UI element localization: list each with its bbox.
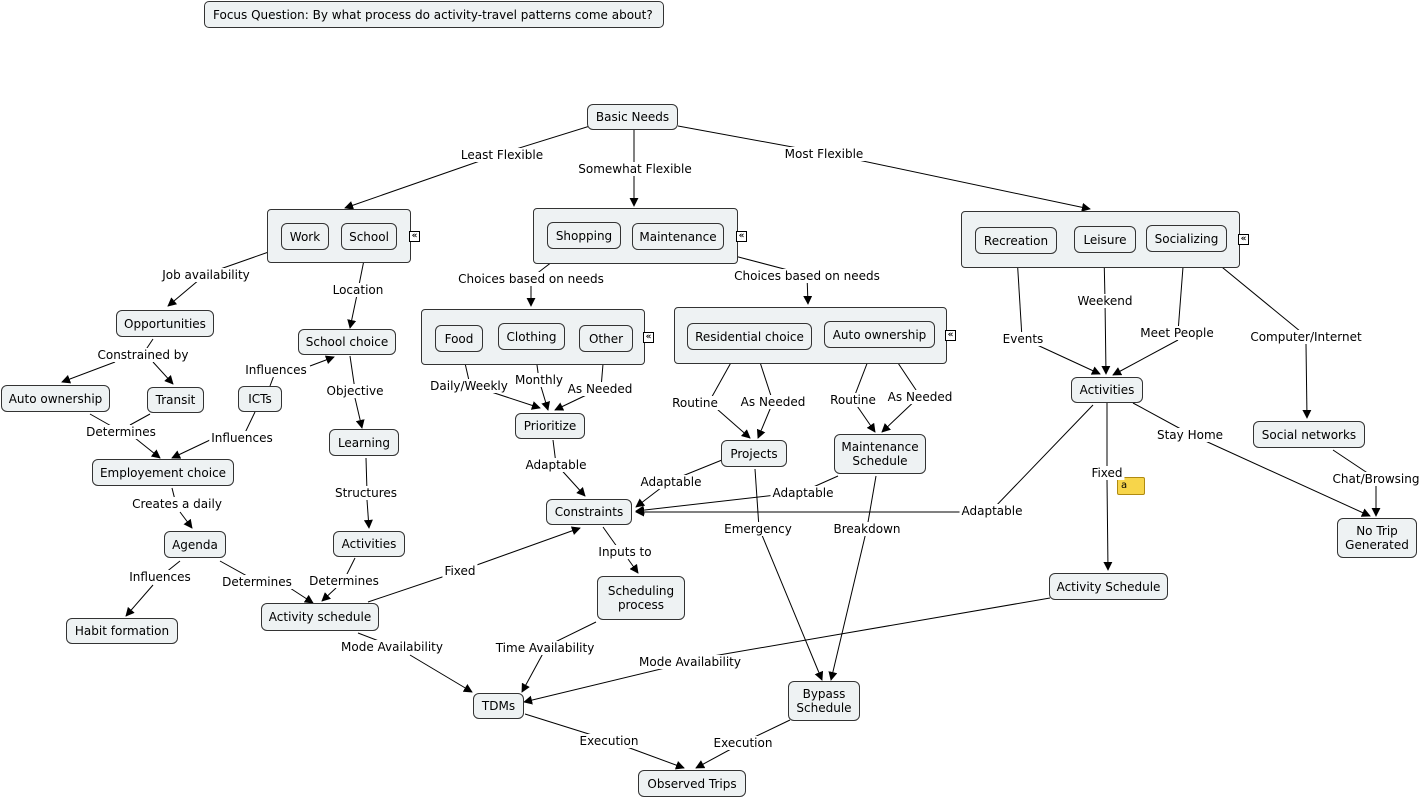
node-clothing[interactable]: Clothing [498,323,565,350]
node-no-trip-generated[interactable]: No Trip Generated [1337,518,1417,558]
node-work[interactable]: Work [281,223,329,250]
link-label: Fixed [442,564,478,578]
node-opportunities[interactable]: Opportunities [116,310,214,337]
node-recreation[interactable]: Recreation [975,227,1057,254]
link-label: Influences [209,431,275,445]
group-work-school[interactable]: Work School [267,209,411,263]
link-label: Emergency [722,522,794,536]
group-recreation-leisure-socializing[interactable]: Recreation Leisure Socializing [961,211,1240,268]
node-prioritize[interactable]: Prioritize [515,413,585,439]
collapse-food-icon[interactable]: « [643,332,654,343]
collapse-residential-icon[interactable]: « [945,330,956,341]
group-food-clothing-other[interactable]: Food Clothing Other [421,309,645,365]
link-label: Choices based on needs [732,269,882,283]
node-agenda[interactable]: Agenda [164,531,226,558]
link-label: Computer/Internet [1248,330,1364,344]
link-label: Stay Home [1154,428,1226,442]
note-icon[interactable]: a [1117,477,1145,495]
node-shopping[interactable]: Shopping [547,222,621,249]
link-label: Breakdown [831,522,903,536]
link-label: Weekend [1075,294,1135,308]
link-label: Somewhat Flexible [576,162,694,176]
node-employment-choice[interactable]: Employement choice [92,459,234,486]
link-label: Structures [332,486,400,500]
link-label: Chat/Browsing [1330,472,1422,486]
link-label: As Needed [738,395,808,409]
node-socializing[interactable]: Socializing [1146,225,1227,252]
link-label: Choices based on needs [456,272,606,286]
node-activities-left[interactable]: Activities [333,531,405,557]
node-auto-ownership-left[interactable]: Auto ownership [1,385,110,412]
node-leisure[interactable]: Leisure [1074,226,1136,253]
link-label: Time Availability [493,641,597,655]
link-label: Daily/Weekly [428,379,510,393]
node-residential-choice[interactable]: Residential choice [687,323,812,350]
link-label: Influences [127,570,193,584]
node-activity-schedule-right[interactable]: Activity Schedule [1049,573,1168,600]
node-bypass-schedule[interactable]: Bypass Schedule [788,681,860,721]
link-label: Events [1000,332,1046,346]
link-label: Determines [84,425,158,439]
link-label: Adaptable [638,475,704,489]
link-label: Execution [711,736,775,750]
link-label: Inputs to [596,545,654,559]
link-label: Influences [243,363,309,377]
group-shopping-maintenance[interactable]: Shopping Maintenance [533,208,738,264]
link-label: As Needed [565,382,635,396]
link-label: Adaptable [770,486,836,500]
collapse-recreation-icon[interactable]: « [1238,234,1249,245]
link-label: Mode Availability [339,640,445,654]
collapse-work-school-icon[interactable]: « [409,231,420,242]
focus-question: Focus Question: By what process do activ… [204,1,664,28]
node-icts[interactable]: ICTs [238,386,282,412]
link-label: Determines [220,575,294,589]
link-label: Execution [577,734,641,748]
node-food[interactable]: Food [435,325,483,352]
node-school-choice[interactable]: School choice [298,329,396,355]
link-label: Location [330,283,386,297]
group-residential-auto[interactable]: Residential choice Auto ownership [674,307,947,364]
node-transit[interactable]: Transit [147,387,204,413]
link-label: Adaptable [959,504,1025,518]
link-label: Determines [307,574,381,588]
node-maintenance-schedule[interactable]: Maintenance Schedule [834,434,926,474]
node-social-networks[interactable]: Social networks [1253,421,1365,448]
node-habit-formation[interactable]: Habit formation [66,618,178,644]
link-label: Creates a daily [130,497,224,511]
node-scheduling-process[interactable]: Scheduling process [597,576,685,620]
node-activity-schedule-left[interactable]: Activity schedule [261,603,379,631]
collapse-shopping-maintenance-icon[interactable]: « [736,231,747,242]
node-activities-right[interactable]: Activities [1071,377,1143,403]
link-label: Meet People [1138,326,1216,340]
link-label: Fixed [1089,466,1125,480]
link-label: Routine [670,396,720,410]
link-label: Routine [828,393,878,407]
node-projects[interactable]: Projects [721,440,787,467]
link-label: Adaptable [523,458,589,472]
link-label: Objective [324,384,386,398]
link-label: Constrained by [95,348,191,362]
node-maintenance[interactable]: Maintenance [632,223,724,250]
link-label: Job availability [160,268,252,282]
node-school[interactable]: School [341,223,397,250]
link-label: Most Flexible [782,147,866,161]
link-label: Monthly [512,373,566,387]
node-other[interactable]: Other [579,325,633,352]
node-auto-ownership-group[interactable]: Auto ownership [824,321,935,348]
link-label: Least Flexible [458,148,546,162]
node-constraints[interactable]: Constraints [546,499,632,525]
node-basic-needs[interactable]: Basic Needs [587,104,678,130]
node-learning[interactable]: Learning [329,429,399,456]
link-label: As Needed [885,390,955,404]
node-observed-trips[interactable]: Observed Trips [638,770,746,797]
link-label: Mode Availability [637,655,743,669]
node-tdms[interactable]: TDMs [473,693,524,719]
